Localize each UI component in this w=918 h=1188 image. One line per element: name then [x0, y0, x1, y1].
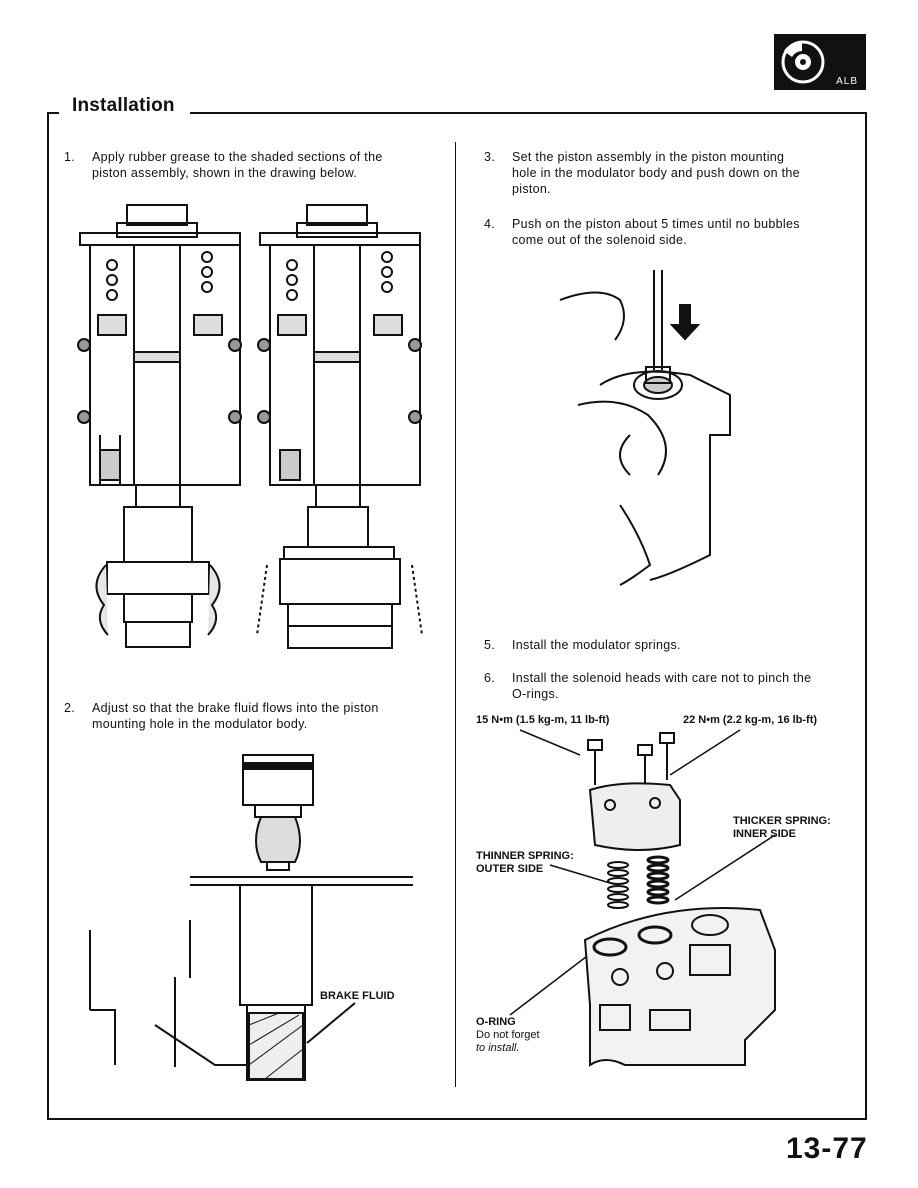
step-number: 6. — [484, 671, 496, 685]
step-4: 4. Push on the piston about 5 times unti… — [484, 216, 854, 250]
brake-fluid-drawing — [89, 754, 413, 1081]
thinner-spring-side-label: OUTER SIDE — [476, 863, 544, 875]
step-number: 5. — [484, 638, 496, 652]
column-divider — [455, 142, 456, 1087]
piston-assembly-drawing — [77, 204, 423, 649]
thicker-spring-side-label: INNER SIDE — [733, 828, 796, 840]
step-text-line: piston. — [512, 182, 551, 196]
solenoid-spring-drawing — [509, 729, 776, 1067]
section-badge: ALB — [774, 34, 866, 90]
step-text-line: Adjust so that the brake fluid flows int… — [92, 701, 379, 715]
step-3: 3. Set the piston assembly in the piston… — [484, 149, 854, 199]
o-ring-label: O-RING — [476, 1016, 516, 1028]
step-2: 2. Adjust so that the brake fluid flows … — [64, 700, 444, 734]
step-text-line: Set the piston assembly in the piston mo… — [512, 150, 785, 164]
brake-disc-icon — [781, 40, 825, 84]
step-text-line: mounting hole in the modulator body. — [92, 717, 308, 731]
step-text-line: Install the solenoid heads with care not… — [512, 671, 812, 685]
push-piston-drawing — [559, 270, 731, 586]
thinner-spring — [607, 861, 629, 909]
frame-top-left — [47, 112, 59, 114]
frame-top-right — [190, 112, 865, 114]
o-ring-note: to install. — [476, 1042, 520, 1054]
page-frame — [47, 112, 867, 1120]
torque-label-right: 22 N•m (2.2 kg-m, 16 lb-ft) — [683, 714, 818, 726]
thicker-spring — [646, 855, 670, 905]
piston-assembly-right — [256, 204, 423, 649]
step-6: 6. Install the solenoid heads with care … — [484, 670, 854, 704]
brake-fluid-label: BRAKE FLUID — [320, 990, 395, 1002]
step-text-line: Install the modulator springs. — [512, 638, 681, 652]
step-text-line: O-rings. — [512, 687, 559, 701]
step-text-line: hole in the modulator body and push down… — [512, 166, 800, 180]
torque-label-left: 15 N•m (1.5 kg-m, 11 lb-ft) — [476, 714, 610, 726]
step-number: 2. — [64, 701, 76, 715]
step-number: 4. — [484, 217, 496, 231]
step-number: 1. — [64, 150, 76, 164]
section-title: Installation — [70, 95, 177, 117]
badge-label: ALB — [836, 76, 858, 87]
step-text-line: piston assembly, shown in the drawing be… — [92, 166, 358, 180]
step-text-line: come out of the solenoid side. — [512, 233, 688, 247]
thicker-spring-label: THICKER SPRING: — [733, 815, 831, 827]
step-number: 3. — [484, 150, 496, 164]
step-text-line: Push on the piston about 5 times until n… — [512, 217, 800, 231]
thinner-spring-label: THINNER SPRING: — [476, 850, 574, 862]
step-5: 5. Install the modulator springs. — [484, 637, 854, 655]
step-1: 1. Apply rubber grease to the shaded sec… — [64, 149, 444, 183]
page-number: 13-77 — [786, 1132, 868, 1165]
step-text-line: Apply rubber grease to the shaded sectio… — [92, 150, 383, 164]
piston-assembly-left — [77, 204, 242, 648]
o-ring-note: Do not forget — [476, 1029, 540, 1041]
